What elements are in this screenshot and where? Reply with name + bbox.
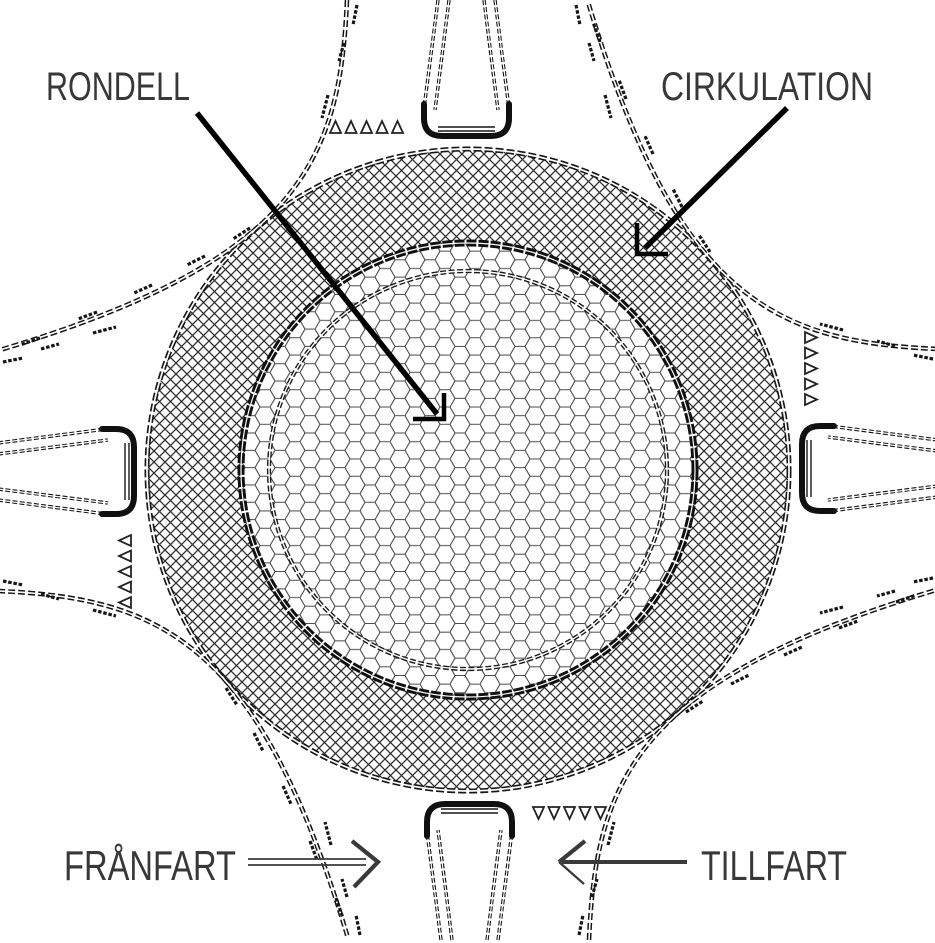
leader-cirkulation [643,106,789,250]
tillfart-arrow [557,839,687,885]
label-tillfart: TILLFART [701,842,847,889]
leader-rondell [194,111,440,416]
island-apron-ring-core [268,270,668,670]
label-franfart: FRÅNFART [64,842,236,889]
label-cirkulation: CIRKULATION [661,65,873,109]
franfart-arrow [248,839,382,889]
central-island [241,243,695,697]
outer-edge-ring-core [146,148,790,792]
roundabout-circles [144,146,792,794]
label-rondell: RONDELL [46,65,190,109]
island-edge-ring-core [240,242,696,698]
leader-rondell-arrowhead [413,393,447,422]
annotations: RONDELL CIRKULATION FRÅNFART TILLFART [46,65,873,889]
leader-cirkulation-arrowhead [634,223,668,257]
